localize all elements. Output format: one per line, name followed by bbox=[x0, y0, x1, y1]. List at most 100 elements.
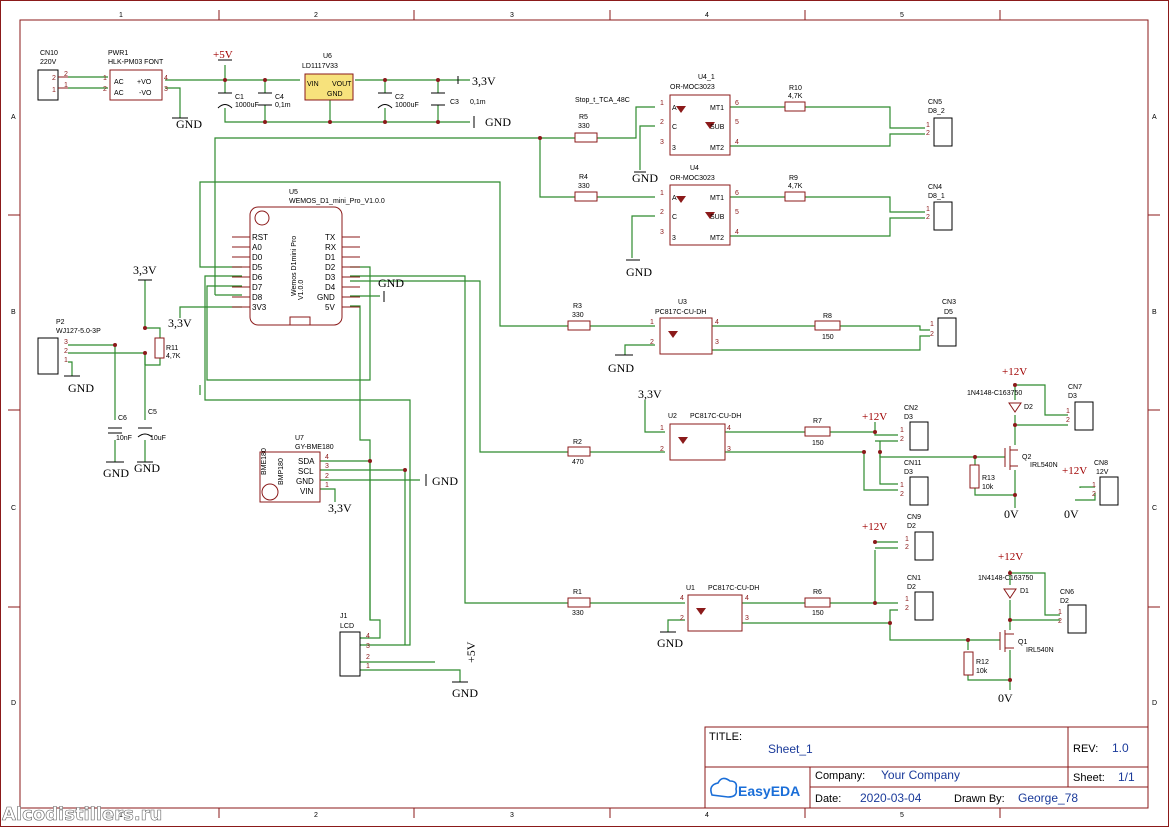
svg-text:D3: D3 bbox=[325, 273, 336, 282]
svg-text:2020-03-04: 2020-03-04 bbox=[860, 791, 922, 805]
svg-text:150: 150 bbox=[822, 334, 834, 341]
resistor-r11: R11 4,7K bbox=[154, 337, 181, 360]
row-label: D bbox=[11, 700, 16, 707]
svg-text:SUB: SUB bbox=[710, 124, 725, 131]
svg-text:1: 1 bbox=[325, 482, 329, 489]
svg-text:VIN: VIN bbox=[300, 487, 314, 496]
connector-cn1: CN1 D2 12 bbox=[905, 575, 934, 621]
svg-text:5: 5 bbox=[735, 209, 739, 216]
net-3v3: 3,3V bbox=[168, 316, 192, 330]
svg-text:2: 2 bbox=[103, 86, 107, 93]
svg-text:D8_2: D8_2 bbox=[928, 108, 945, 115]
resistor-r3: R3 330 bbox=[567, 303, 591, 331]
svg-text:1000uF: 1000uF bbox=[235, 102, 259, 109]
value: 220V bbox=[40, 59, 57, 66]
connector-cn3: CN3 D5 12 bbox=[930, 299, 957, 347]
svg-text:C5: C5 bbox=[148, 409, 157, 416]
svg-text:CN1: CN1 bbox=[907, 575, 921, 582]
net-0v: 0V bbox=[1004, 507, 1019, 521]
svg-text:R11: R11 bbox=[166, 345, 178, 352]
resistor-r12: R12 10k bbox=[963, 651, 989, 676]
svg-text:TX: TX bbox=[325, 233, 336, 242]
col-label: 4 bbox=[705, 12, 709, 19]
net-3v3: 3,3V bbox=[133, 263, 157, 277]
svg-text:BME180: BME180 bbox=[261, 448, 268, 475]
resistor-r8: R8 150 bbox=[814, 313, 841, 341]
svg-text:GY-BME180: GY-BME180 bbox=[295, 444, 334, 451]
svg-text:2: 2 bbox=[660, 119, 664, 126]
svg-text:Company:: Company: bbox=[815, 770, 865, 782]
resistor-r5: R5 330 bbox=[574, 114, 598, 143]
svg-text:AC: AC bbox=[114, 79, 124, 86]
svg-text:3: 3 bbox=[164, 86, 168, 93]
svg-text:U4_1: U4_1 bbox=[698, 74, 715, 81]
svg-text:2: 2 bbox=[900, 491, 904, 498]
svg-text:George_78: George_78 bbox=[1018, 791, 1078, 805]
wires bbox=[68, 65, 1096, 690]
connector-cn9: CN9 D2 12 bbox=[905, 514, 934, 561]
svg-text:P2: P2 bbox=[56, 319, 65, 326]
svg-text:D8_1: D8_1 bbox=[928, 193, 945, 200]
resistor-r6: R6 150 bbox=[804, 589, 831, 617]
svg-text:TITLE:: TITLE: bbox=[709, 731, 742, 743]
svg-text:D8: D8 bbox=[252, 293, 263, 302]
svg-text:D7: D7 bbox=[252, 283, 263, 292]
svg-text:1: 1 bbox=[660, 100, 664, 107]
net-gnd: GND bbox=[626, 265, 652, 279]
connector-cn7: CN7 D3 12 bbox=[1066, 384, 1094, 431]
net-gnd: GND bbox=[657, 636, 683, 650]
capacitor-c1: C1 1000uF bbox=[217, 92, 259, 109]
net-3v3: 3,3V bbox=[472, 74, 496, 88]
svg-text:Date:: Date: bbox=[815, 793, 841, 805]
value: LD1117V33 bbox=[302, 63, 338, 70]
row-label: D bbox=[1152, 700, 1157, 707]
svg-text:3: 3 bbox=[715, 339, 719, 346]
svg-text:150: 150 bbox=[812, 610, 824, 617]
net-gnd: GND bbox=[103, 466, 129, 480]
svg-text:R12: R12 bbox=[976, 659, 989, 666]
svg-text:3: 3 bbox=[660, 139, 664, 146]
svg-text:C3: C3 bbox=[450, 99, 459, 106]
svg-text:1/1: 1/1 bbox=[1118, 770, 1135, 784]
net-0v: 0V bbox=[1064, 507, 1079, 521]
svg-text:WJ127-5.0-3P: WJ127-5.0-3P bbox=[56, 328, 101, 335]
svg-text:330: 330 bbox=[572, 312, 584, 319]
svg-text:Wemos D1mini Pro: Wemos D1mini Pro bbox=[291, 236, 298, 296]
svg-text:3: 3 bbox=[727, 446, 731, 453]
svg-text:LCD: LCD bbox=[340, 623, 354, 630]
svg-text:U5: U5 bbox=[289, 189, 298, 196]
svg-text:MT2: MT2 bbox=[710, 145, 724, 152]
svg-text:2: 2 bbox=[64, 348, 68, 355]
svg-text:U3: U3 bbox=[678, 299, 687, 306]
resistor-r7: R7 150 bbox=[804, 418, 831, 447]
svg-text:4: 4 bbox=[715, 319, 719, 326]
svg-text:D2: D2 bbox=[907, 584, 916, 591]
svg-text:3: 3 bbox=[325, 463, 329, 470]
svg-text:R7: R7 bbox=[813, 418, 822, 425]
row-label: C bbox=[11, 505, 16, 512]
svg-text:C4: C4 bbox=[275, 94, 284, 101]
svg-text:A: A bbox=[672, 195, 677, 202]
svg-text:U1: U1 bbox=[686, 585, 695, 592]
svg-text:MT2: MT2 bbox=[710, 235, 724, 242]
svg-text:150: 150 bbox=[812, 440, 824, 447]
optocoupler-u1: U1 PC817C-CU-DH 42 43 bbox=[680, 585, 759, 632]
svg-text:R9: R9 bbox=[789, 175, 798, 182]
svg-text:GND: GND bbox=[296, 477, 314, 486]
svg-text:2: 2 bbox=[660, 209, 664, 216]
svg-text:AC: AC bbox=[114, 90, 124, 97]
svg-text:R1: R1 bbox=[573, 589, 582, 596]
svg-text:330: 330 bbox=[578, 123, 590, 130]
col-label: 4 bbox=[705, 812, 709, 819]
diode-d1: 1N4148-C163750 D1 bbox=[978, 575, 1033, 599]
row-label: A bbox=[11, 114, 16, 121]
svg-text:D4: D4 bbox=[325, 283, 336, 292]
svg-text:REV:: REV: bbox=[1073, 743, 1098, 755]
svg-text:1: 1 bbox=[366, 663, 370, 670]
svg-text:PC817C-CU-DH: PC817C-CU-DH bbox=[708, 585, 759, 592]
connector-cn4: CN4 D8_1 12 bbox=[926, 184, 953, 231]
easyeda-logo: EasyEDA bbox=[710, 777, 800, 799]
svg-text:D2: D2 bbox=[907, 523, 916, 530]
